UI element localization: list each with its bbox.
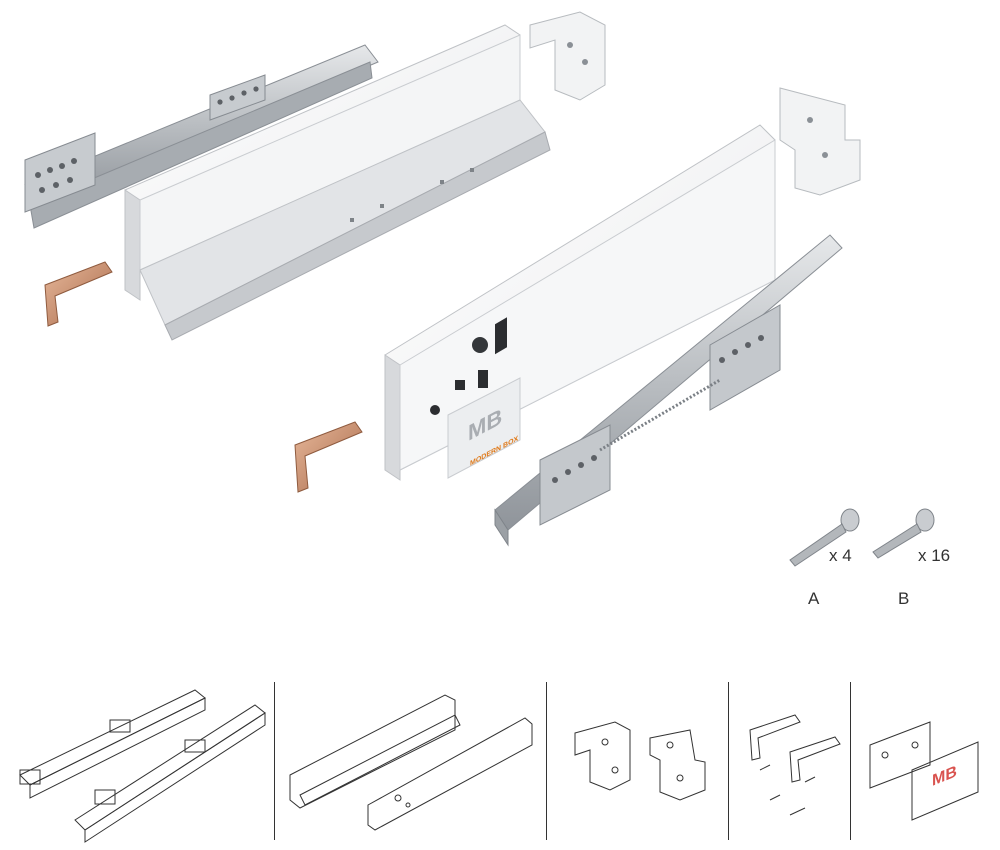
rear-runner-left — [24, 44, 379, 229]
screw-b-quantity: x 16 — [918, 546, 951, 565]
front-fixings-icon — [749, 714, 841, 816]
screw-a-icon — [789, 508, 860, 567]
product-illustration — [24, 11, 935, 567]
rear-brackets-icon — [574, 721, 706, 801]
parts-strip — [19, 689, 979, 843]
rear-bracket-top — [529, 11, 606, 101]
screw-a-quantity: x 4 — [829, 546, 852, 565]
divider — [850, 682, 851, 840]
drawer-side-left — [124, 24, 551, 341]
screw-b-icon — [872, 508, 935, 559]
rear-bracket-right — [779, 87, 861, 196]
runners-icon — [19, 689, 266, 843]
drawer-sides-icon — [289, 694, 533, 831]
screw-b-letter: B — [898, 589, 910, 608]
front-fixing-left — [44, 261, 113, 327]
cover-caps-icon — [869, 721, 979, 821]
divider — [728, 682, 729, 840]
divider — [546, 682, 547, 840]
screw-a-letter: A — [808, 589, 820, 608]
front-fixing-right — [294, 421, 363, 493]
drawer-side-front — [384, 124, 776, 481]
divider — [274, 682, 275, 840]
front-runner-right — [494, 234, 843, 547]
